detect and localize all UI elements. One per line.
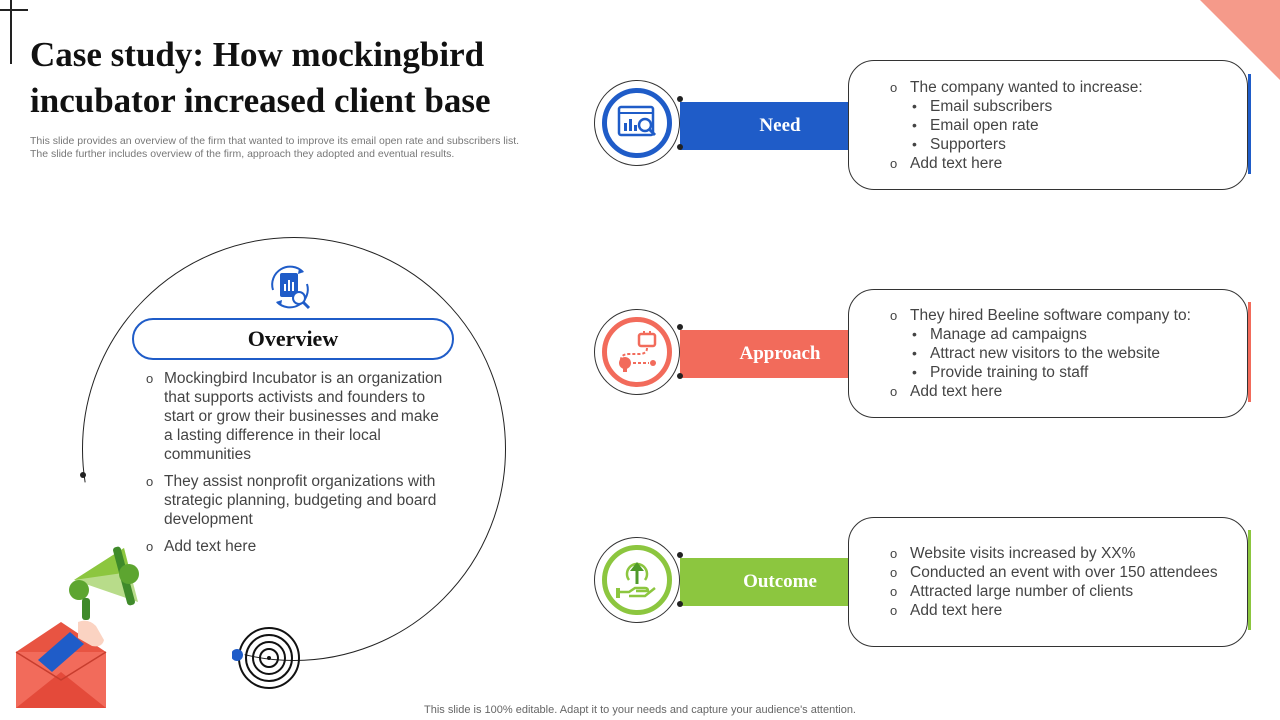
outcome-icon-circle	[602, 545, 672, 615]
overview-arc	[82, 237, 506, 661]
outcome-list: Website visits increased by XX% Conducte…	[890, 544, 1235, 620]
need-list: The company wanted to increase: Email su…	[890, 78, 1235, 173]
need-icon-circle	[602, 88, 672, 158]
list-item: Add text here	[890, 154, 1235, 173]
page-title: Case study: How mockingbird incubator in…	[30, 35, 491, 120]
approach-icon-circle	[602, 317, 672, 387]
list-item: The company wanted to increase:	[890, 78, 1235, 97]
list-item: Add text here	[890, 601, 1235, 620]
strategy-path-icon	[619, 331, 657, 372]
list-item: Mockingbird Incubator is an organization…	[146, 369, 446, 464]
overview-list: Mockingbird Incubator is an organization…	[146, 369, 446, 564]
list-item: Email subscribers	[890, 97, 1235, 116]
need-connector-dot-top	[677, 96, 683, 102]
approach-list: They hired Beeline software company to: …	[890, 306, 1235, 401]
overview-arc-dot	[80, 472, 86, 478]
approach-label-bar: Approach	[680, 330, 880, 378]
need-label-bar: Need	[680, 102, 880, 150]
corner-cross-vertical	[10, 0, 12, 64]
approach-connector-dot-bottom	[677, 373, 683, 379]
page-subtitle: This slide provides an overview of the f…	[30, 135, 520, 160]
outcome-label-bar: Outcome	[680, 558, 880, 606]
need-accent-line	[1248, 74, 1251, 174]
list-item: Manage ad campaigns	[890, 325, 1235, 344]
corner-cross-horizontal	[0, 9, 28, 11]
analytics-search-icon	[617, 105, 657, 137]
list-item: Website visits increased by XX%	[890, 544, 1235, 563]
growth-hand-icon	[616, 562, 656, 598]
document-search-icon	[271, 265, 311, 310]
need-connector-dot-bottom	[677, 144, 683, 150]
list-item: Attract new visitors to the website	[890, 344, 1235, 363]
list-item: They assist nonprofit organizations with…	[146, 472, 446, 529]
overview-heading: Overview	[132, 318, 454, 360]
list-item: They hired Beeline software company to:	[890, 306, 1235, 325]
megaphone-envelope-illustration	[15, 546, 139, 708]
approach-accent-line	[1248, 302, 1251, 402]
outcome-connector-dot-bottom	[677, 601, 683, 607]
approach-connector-dot-top	[677, 324, 683, 330]
list-item: Conducted an event with over 150 attende…	[890, 563, 1235, 582]
outcome-accent-line	[1248, 530, 1251, 630]
outcome-connector-dot-top	[677, 552, 683, 558]
list-item: Provide training to staff	[890, 363, 1235, 382]
target-spiral-icon	[232, 627, 300, 689]
list-item: Add text here	[146, 537, 446, 556]
list-item: Attracted large number of clients	[890, 582, 1235, 601]
list-item: Email open rate	[890, 116, 1235, 135]
footer-note: This slide is 100% editable. Adapt it to…	[424, 704, 856, 716]
list-item: Supporters	[890, 135, 1235, 154]
list-item: Add text here	[890, 382, 1235, 401]
